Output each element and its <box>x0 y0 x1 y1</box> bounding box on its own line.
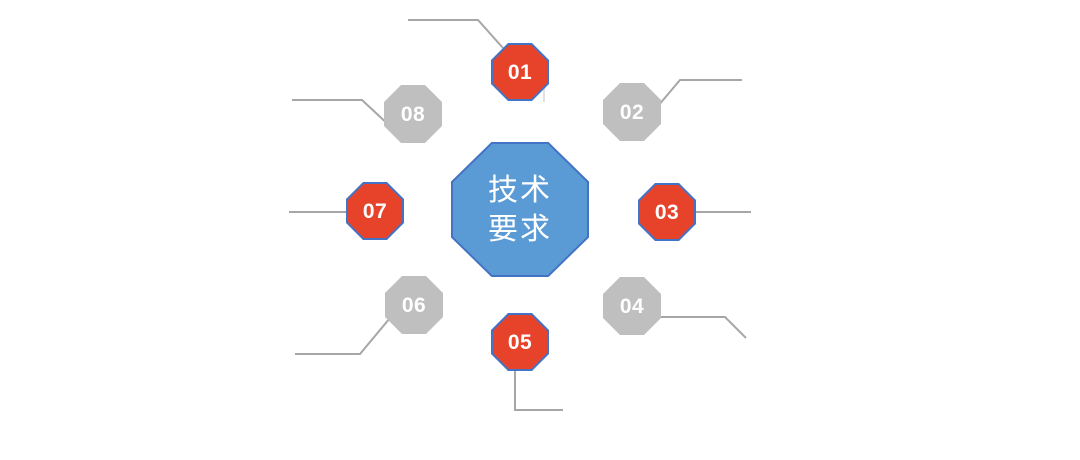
node-01-label: 01 <box>507 60 533 84</box>
node-02-label: 02 <box>619 100 645 124</box>
connector-node-01 <box>408 19 504 49</box>
node-07-shape: 07 <box>348 184 402 238</box>
node-02-shape: 02 <box>603 83 661 141</box>
node-01: 01 <box>491 43 549 101</box>
node-08-shape: 08 <box>384 85 442 143</box>
node-05-label: 05 <box>507 330 533 354</box>
node-03-label: 03 <box>654 200 680 224</box>
node-05: 05 <box>491 313 549 371</box>
center-node-label: 技术 要求 <box>488 173 552 246</box>
node-07-label: 07 <box>362 199 388 223</box>
node-03-shape: 03 <box>640 185 694 239</box>
center-node: 技术 要求 <box>451 142 589 277</box>
connector-node-02 <box>657 79 742 107</box>
node-06-label: 06 <box>401 293 427 317</box>
node-04: 04 <box>603 277 661 335</box>
center-node-shape: 技术 要求 <box>453 144 587 275</box>
connector-node-06 <box>295 317 391 355</box>
node-01-shape: 01 <box>493 45 547 99</box>
node-02: 02 <box>603 83 661 141</box>
connector-node-05 <box>514 368 563 411</box>
node-06-shape: 06 <box>385 276 443 334</box>
node-03: 03 <box>638 183 696 241</box>
node-08-label: 08 <box>400 102 426 126</box>
node-06: 06 <box>385 276 443 334</box>
node-07: 07 <box>346 182 404 240</box>
node-04-label: 04 <box>619 294 645 318</box>
node-08: 08 <box>384 85 442 143</box>
connector-node-08 <box>292 99 393 129</box>
connector-node-04 <box>658 316 747 339</box>
node-05-shape: 05 <box>493 315 547 369</box>
node-04-shape: 04 <box>603 277 661 335</box>
